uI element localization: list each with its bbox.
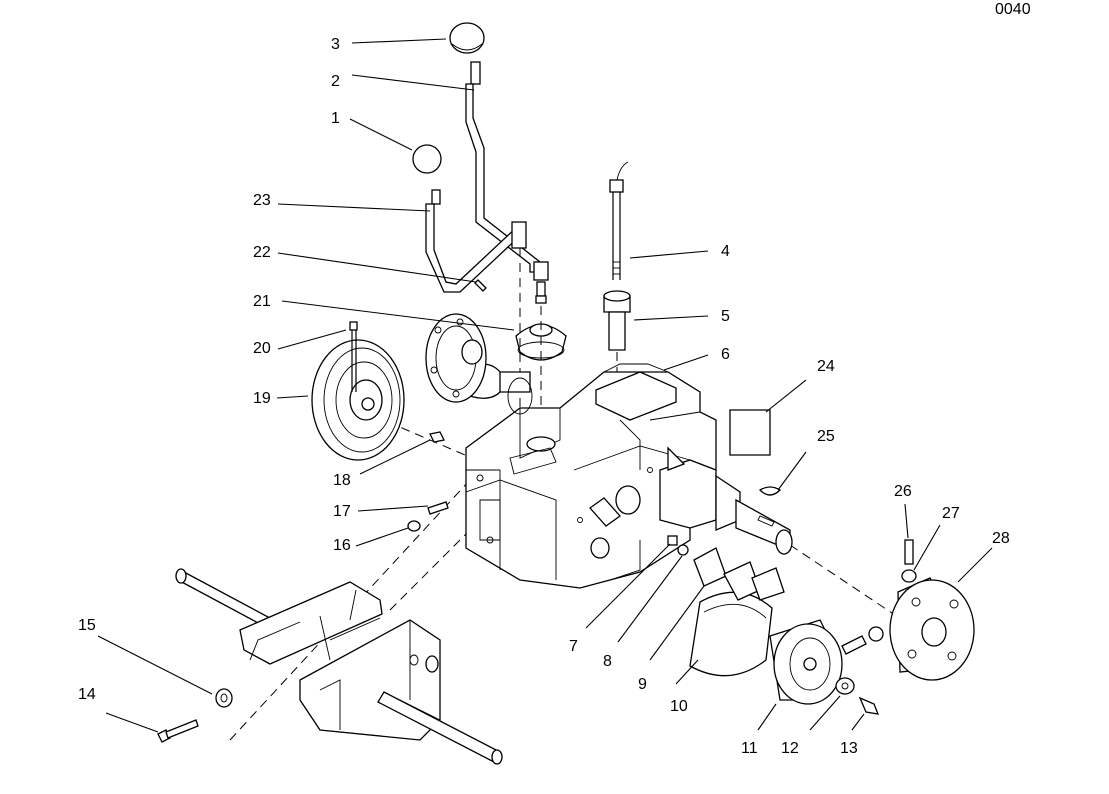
callout-15: 15 — [78, 617, 96, 634]
right-axle-shaft — [715, 474, 793, 555]
gasket-24 — [729, 409, 771, 456]
pin-22 — [474, 279, 487, 292]
callout-22: 22 — [253, 244, 271, 261]
pulley-19 — [311, 339, 405, 461]
stud-26 — [904, 539, 914, 565]
bolt-14 — [157, 719, 199, 743]
callout-3: 3 — [331, 36, 340, 53]
washer-15 — [215, 688, 233, 708]
callout-7: 7 — [569, 638, 578, 655]
callout-2: 2 — [331, 73, 340, 90]
brake-drum-11 — [769, 619, 843, 705]
callout-20: 20 — [253, 340, 271, 357]
assembly-line-f — [389, 519, 481, 611]
callout-5: 5 — [721, 308, 730, 325]
callout-16: 16 — [333, 537, 351, 554]
callout-13: 13 — [840, 740, 858, 757]
callout-25: 25 — [817, 428, 835, 445]
set-screw-17 — [427, 501, 449, 515]
bolt-20 — [349, 321, 358, 392]
transaxle-housing-6 — [465, 363, 717, 589]
key-18 — [429, 431, 445, 443]
brake-bracket-9 — [693, 547, 727, 587]
left-axle-flange — [425, 313, 533, 415]
callout-23: 23 — [253, 192, 271, 209]
assembly-line-g — [789, 544, 896, 616]
shift-lever-2 — [465, 61, 549, 304]
bolt-7 — [667, 535, 678, 546]
callout-14: 14 — [78, 686, 96, 703]
hub-spring-stud — [841, 626, 884, 655]
shift-lever-23 — [425, 189, 527, 293]
callout-8: 8 — [603, 653, 612, 670]
bolt-13 — [858, 696, 880, 715]
callout-1: 1 — [331, 110, 340, 127]
shift-lever-knob-1 — [412, 144, 442, 174]
callout-10: 10 — [670, 698, 688, 715]
shift-lever-knob-3 — [449, 22, 485, 54]
callout-27: 27 — [942, 505, 960, 522]
dipstick-4 — [609, 161, 629, 280]
callout-9: 9 — [638, 676, 647, 693]
corner-mark: 0040 — [995, 1, 1031, 18]
mounting-frame — [175, 568, 503, 765]
callout-12: 12 — [781, 740, 799, 757]
callout-24: 24 — [817, 358, 835, 375]
hub-28 — [889, 577, 975, 681]
nut-16 — [407, 520, 421, 532]
callout-17: 17 — [333, 503, 351, 520]
callout-6: 6 — [721, 346, 730, 363]
brake-band-10 — [689, 561, 785, 677]
key-25 — [758, 486, 782, 496]
washer-12 — [835, 677, 855, 695]
callout-21: 21 — [253, 293, 271, 310]
callout-18: 18 — [333, 472, 351, 489]
nut-27 — [901, 569, 917, 583]
callout-19: 19 — [253, 390, 271, 407]
dipstick-tube-5 — [603, 290, 631, 351]
callout-28: 28 — [992, 530, 1010, 547]
leader-lines — [97, 38, 993, 733]
callout-11: 11 — [741, 740, 758, 757]
callout-26: 26 — [894, 483, 912, 500]
callout-4: 4 — [721, 243, 730, 260]
washer-8 — [677, 544, 689, 556]
